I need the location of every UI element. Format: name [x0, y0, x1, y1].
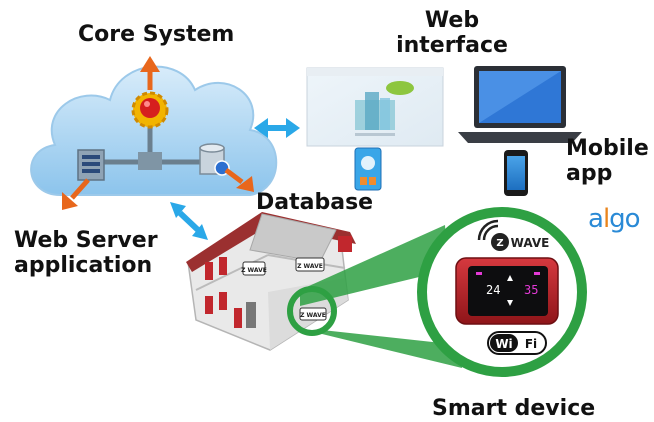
- cloud-icon: [30, 65, 278, 196]
- zoom-connector: [287, 225, 462, 368]
- arrow-down-right-icon: [224, 168, 254, 192]
- algo-logo: algo: [588, 204, 641, 234]
- arrow-up-icon: [140, 56, 160, 90]
- svg-text:Z: Z: [496, 238, 503, 249]
- mobile-app-label: Mobile app: [566, 136, 649, 187]
- web-interface-label: Web interface: [396, 8, 508, 59]
- thermostat-temp-left: 24: [486, 283, 500, 297]
- sync-arrow-icon: [254, 118, 300, 138]
- mobile-app-screenshot: [354, 147, 382, 191]
- svg-text:WAVE: WAVE: [511, 236, 550, 250]
- algo-logo-go: go: [609, 204, 640, 234]
- sync-arrow-icon: [170, 202, 208, 240]
- web-server-label: Web Server application: [14, 228, 158, 279]
- thermostat-temp-right: 35: [524, 283, 538, 297]
- wifi-label-a: Wi: [495, 337, 512, 351]
- wifi-logo: Wi Fi: [487, 331, 547, 355]
- thermostat-icon: 24 35: [455, 257, 559, 325]
- smart-device-label: Smart device: [432, 396, 596, 421]
- wifi-label-b: Fi: [525, 337, 537, 351]
- phone-icon: [504, 150, 528, 196]
- zwave-badge-small-2: Z WAVE: [297, 263, 323, 270]
- gear-icon: [131, 91, 169, 129]
- web-interface-screenshot: [306, 67, 444, 147]
- zwave-badge-small-1: Z WAVE: [241, 267, 267, 274]
- zwave-badge-small-3: Z WAVE: [300, 312, 326, 319]
- server-icon: [77, 149, 105, 181]
- database-icon: [199, 143, 230, 176]
- database-label: Database: [256, 190, 374, 215]
- zwave-logo: Z WAVE: [477, 219, 550, 251]
- core-system-label: Core System: [78, 22, 235, 47]
- arrow-down-left-icon: [62, 178, 90, 210]
- algo-logo-a: a: [588, 204, 604, 234]
- laptop-icon: [458, 66, 582, 143]
- algo-logo-l: l: [602, 204, 610, 234]
